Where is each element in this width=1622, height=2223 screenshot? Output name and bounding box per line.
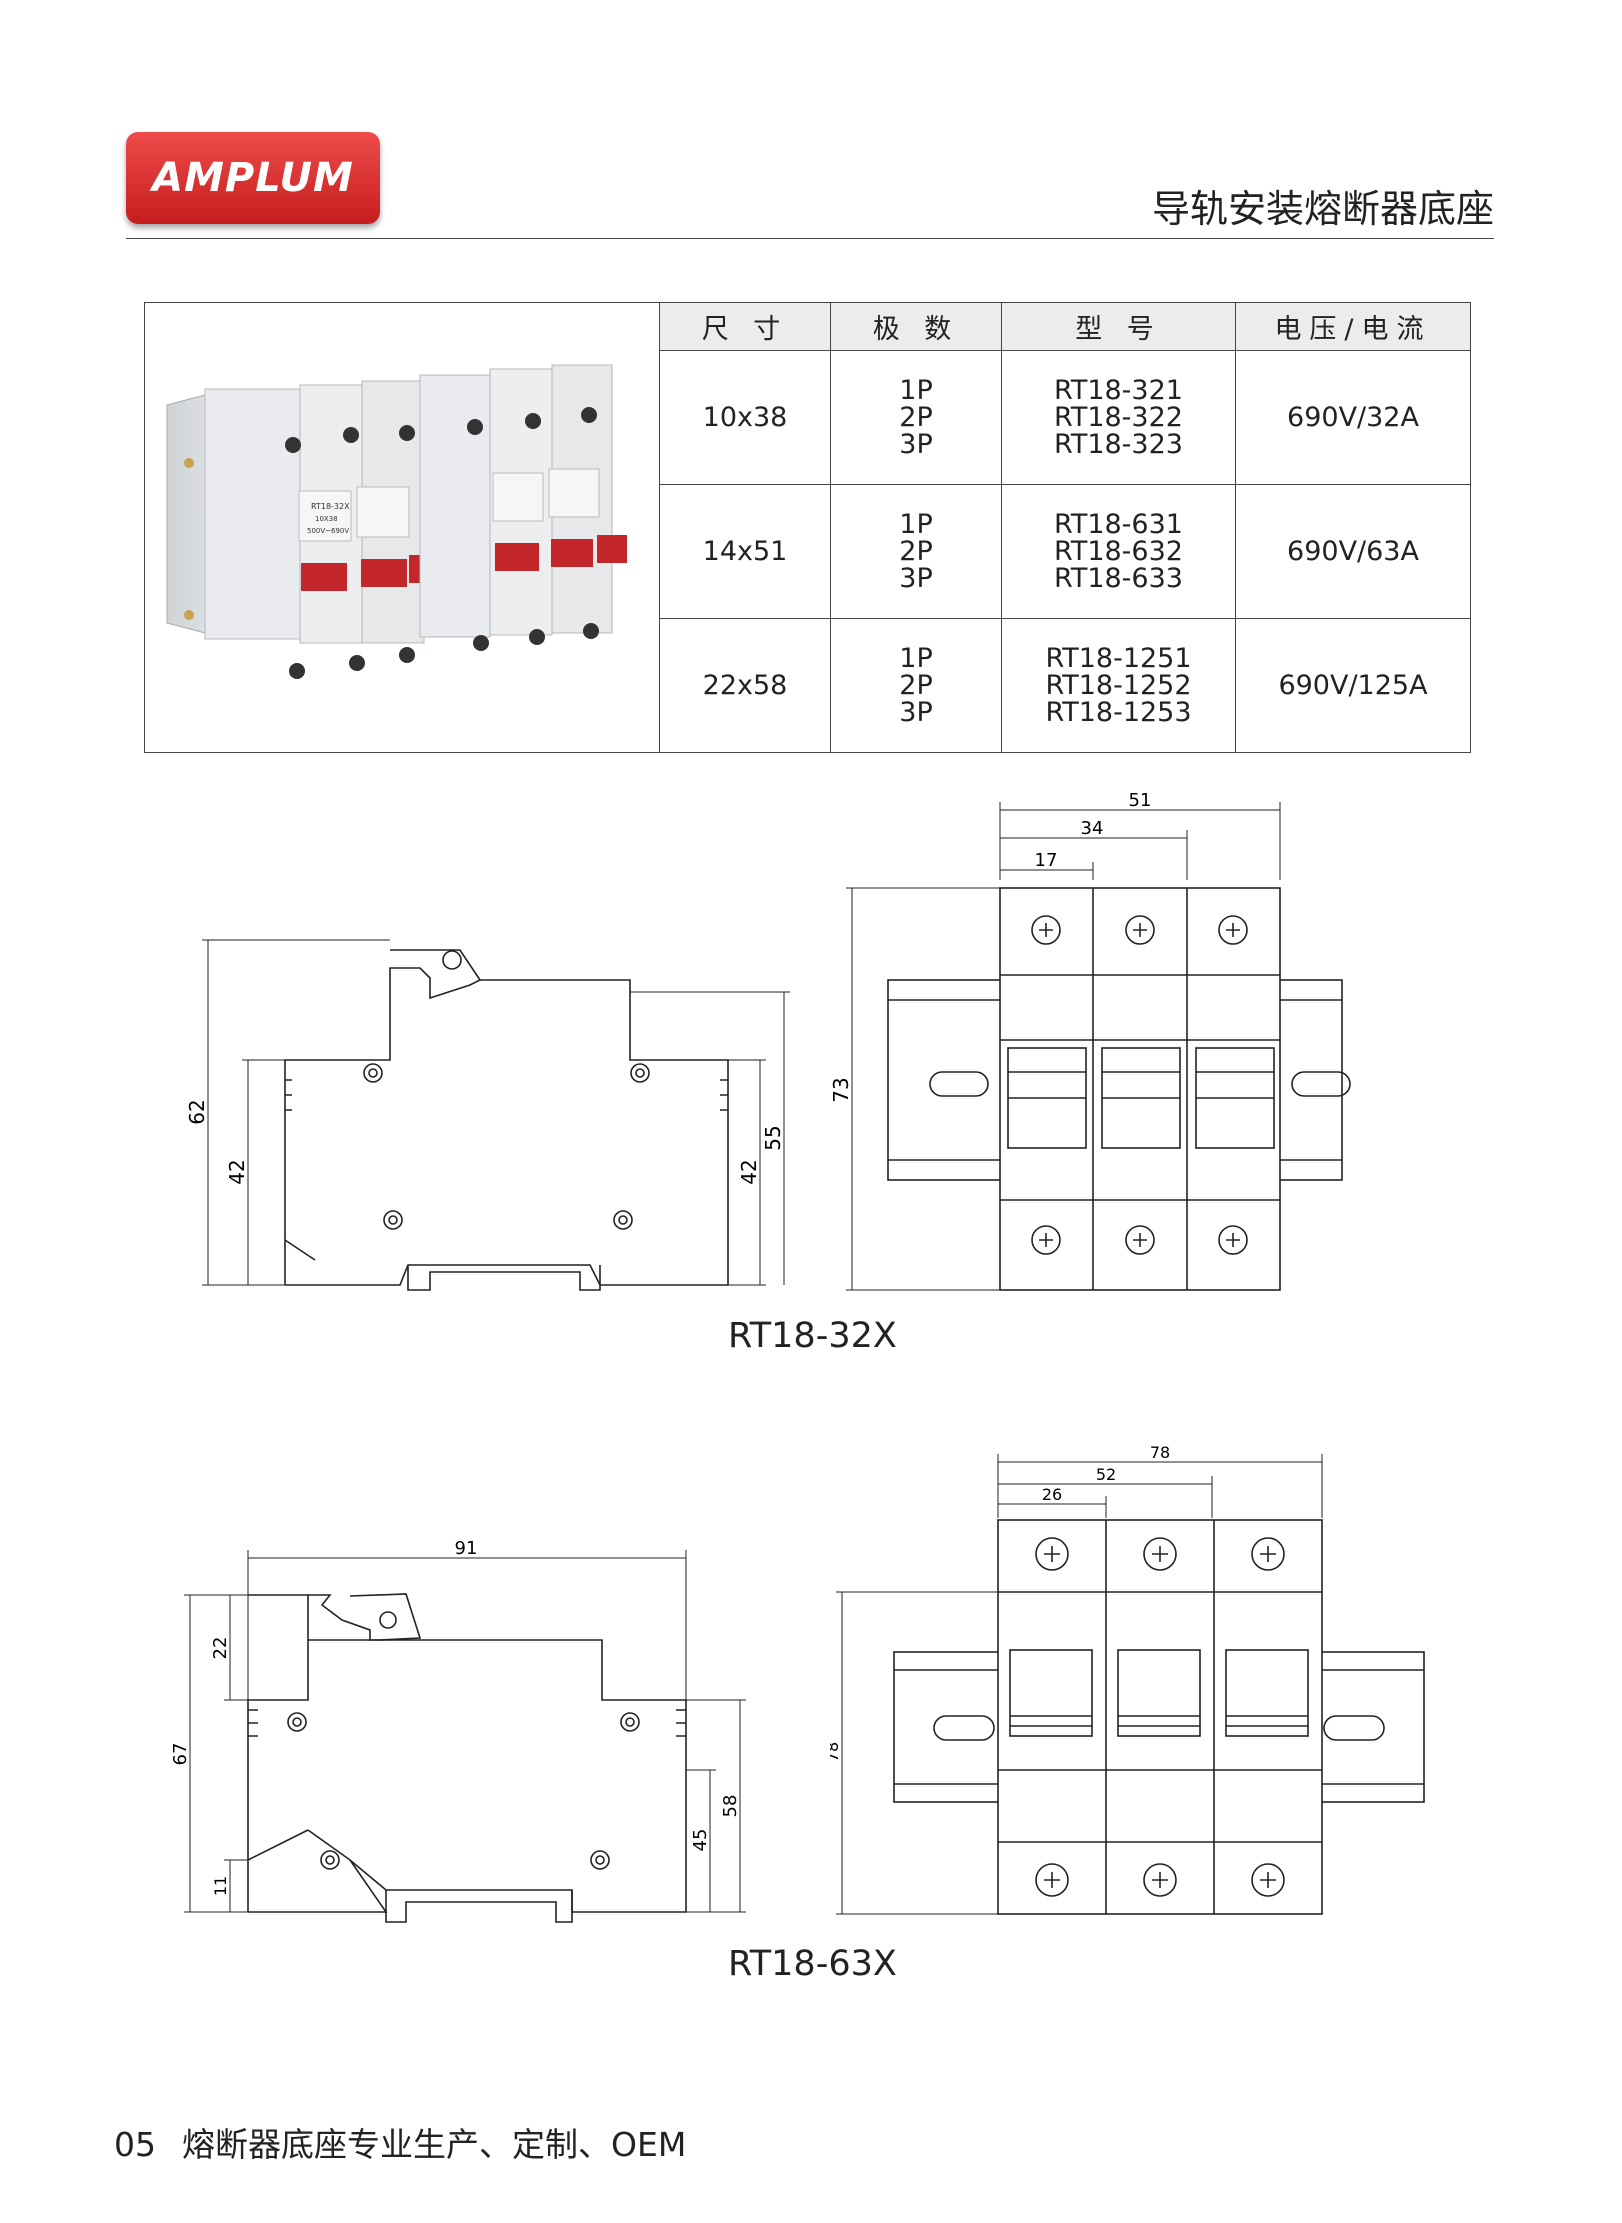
model-value: RT18-322: [1054, 401, 1183, 433]
model-cell: RT18-1251 RT18-1252 RT18-1253: [1001, 617, 1236, 754]
poles-cell: 1P 2P 3P: [830, 617, 1002, 754]
dim-label: 42: [737, 1159, 761, 1184]
model-value: RT18-1251: [1045, 642, 1192, 674]
size-cell: 14x51: [659, 483, 831, 619]
dim-label: 78: [1150, 1443, 1170, 1462]
table-header-row: RT18-32X 10X38 500V~690V 尺 寸 极 数 型 号 电压/…: [144, 302, 1471, 753]
spec-table: RT18-32X 10X38 500V~690V 尺 寸 极 数 型 号 电压/…: [144, 302, 1471, 754]
dim-label: 52: [1096, 1465, 1116, 1484]
poles-cell: 1P 2P 3P: [830, 349, 1002, 485]
header-divider: [126, 238, 1494, 239]
drawing-caption: RT18-32X: [728, 1316, 897, 1356]
model-cell: RT18-631 RT18-632 RT18-633: [1001, 483, 1236, 619]
model-value: RT18-632: [1054, 535, 1183, 567]
fuse-holder-group-3p-right: [419, 364, 627, 651]
rt18-32x-front-drawing: 51 34 17 73: [830, 790, 1351, 1291]
rt18-63x-front-drawing: 78 52 26 78: [830, 1443, 1425, 1915]
brand-logo: AMPLUM: [126, 132, 380, 224]
col-header-rating: 电压/电流: [1235, 302, 1471, 351]
dim-label: 73: [830, 1077, 853, 1102]
model-value: RT18-1252: [1045, 669, 1192, 701]
rt18-32x-side-drawing: 62 42 42 55: [185, 939, 790, 1291]
table-row: 10x38 1P 2P 3P RT18-321 RT18-322 RT18-32…: [145, 349, 1471, 485]
page-title: 导轨安装熔断器底座: [1151, 187, 1494, 231]
footer-text: 熔断器底座专业生产、定制、OEM: [182, 2125, 687, 2164]
dim-label: 17: [1035, 850, 1058, 871]
pole-value: 2P: [899, 535, 933, 567]
model-value: RT18-323: [1054, 428, 1183, 460]
rating-cell: 690V/125A: [1235, 617, 1471, 754]
col-header-model: 型 号: [1001, 302, 1236, 351]
pole-value: 2P: [899, 401, 933, 433]
model-cell: RT18-321 RT18-322 RT18-323: [1001, 349, 1236, 485]
pole-value: 1P: [899, 508, 933, 540]
table-row: 22x58 1P 2P 3P RT18-1251 RT18-1252 RT18-…: [145, 617, 1471, 754]
model-value: RT18-633: [1054, 562, 1183, 594]
page-number: 05: [114, 2125, 156, 2164]
fuse-holder-group-3p: [166, 380, 449, 679]
pole-value: 1P: [899, 374, 933, 406]
model-value: RT18-631: [1054, 508, 1183, 540]
rating-cell: 690V/32A: [1235, 349, 1471, 485]
col-header-size: 尺 寸: [659, 302, 831, 351]
dim-label: 58: [720, 1795, 741, 1818]
photo-label: 10X38: [315, 515, 338, 523]
terminal-screw-icon: [1035, 1537, 1285, 1897]
poles-cell: 1P 2P 3P: [830, 483, 1002, 619]
size-cell: 22x58: [659, 617, 831, 754]
dim-label: 26: [1042, 1485, 1062, 1504]
size-cell: 10x38: [659, 349, 831, 485]
model-value: RT18-1253: [1045, 696, 1192, 728]
photo-label: 500V~690V: [307, 527, 349, 535]
product-photo-cell: RT18-32X 10X38 500V~690V: [144, 302, 660, 753]
dim-label: 91: [455, 1538, 478, 1559]
dim-label: 51: [1129, 790, 1152, 811]
dim-label: 62: [185, 1099, 209, 1124]
dim-label: 45: [690, 1829, 711, 1852]
pole-value: 2P: [899, 669, 933, 701]
col-header-poles: 极 数: [830, 302, 1002, 351]
photo-label: RT18-32X: [311, 502, 350, 511]
dim-label: 67: [170, 1743, 191, 1766]
page-footer: 05 熔断器底座专业生产、定制、OEM: [114, 2118, 686, 2166]
pole-value: 3P: [899, 696, 933, 728]
logo-text: AMPLUM: [152, 155, 354, 201]
dim-label: 34: [1081, 818, 1104, 839]
rt18-63x-side-drawing: 91 22 67 11 58 45: [170, 1538, 746, 1923]
dim-label: 22: [210, 1637, 231, 1660]
drawing-caption: RT18-63X: [728, 1944, 897, 1984]
rating-cell: 690V/63A: [1235, 483, 1471, 619]
table-row: 14x51 1P 2P 3P RT18-631 RT18-632 RT18-63…: [145, 483, 1471, 619]
terminal-screw-icon: [1031, 915, 1248, 1255]
pole-value: 3P: [899, 428, 933, 460]
pole-value: 3P: [899, 562, 933, 594]
product-photo: RT18-32X 10X38 500V~690V: [166, 364, 627, 679]
model-value: RT18-321: [1054, 374, 1183, 406]
dim-label: 55: [761, 1125, 785, 1150]
dim-label: 78: [830, 1742, 842, 1762]
pole-value: 1P: [899, 642, 933, 674]
dim-label: 42: [225, 1159, 249, 1184]
dim-label: 11: [211, 1876, 230, 1896]
